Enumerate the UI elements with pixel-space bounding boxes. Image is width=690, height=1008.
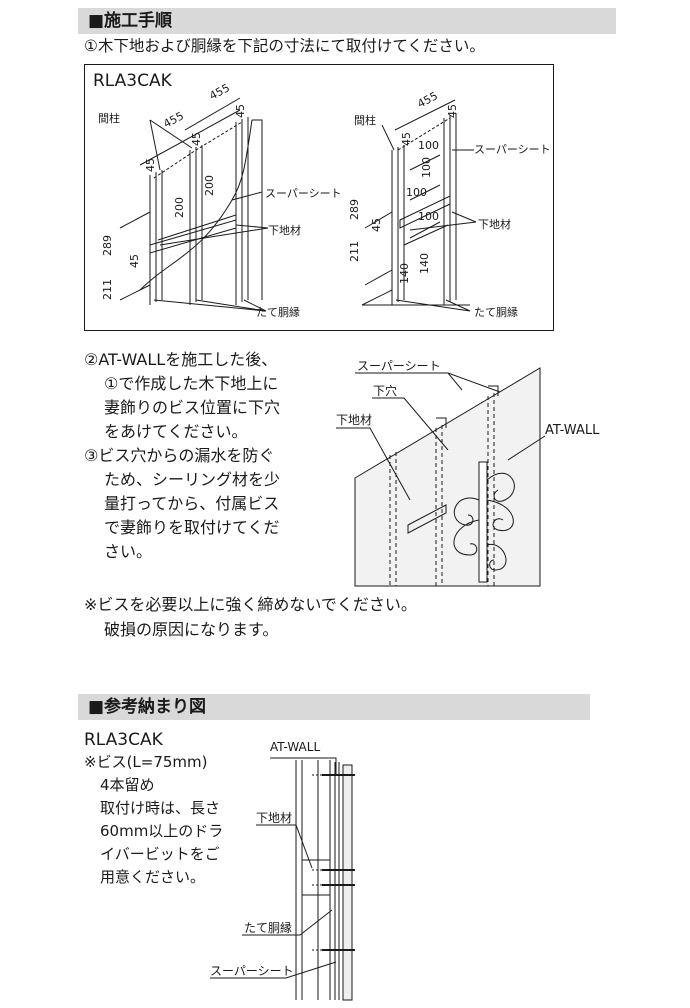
model-label: RLA3CAK [93, 71, 172, 91]
section2-note-line: 取付け時は、長さ [100, 799, 221, 817]
section2-note-block: ※ビス(L=75mm) 4本留め 取付け時は、長さ 60mm以上のドラ イバービ… [84, 751, 223, 889]
step3-line: ③ビス穴からの漏水を防ぐ [84, 446, 275, 465]
note-line: ※ビスを必要以上に強く締めないでください。 [84, 595, 417, 614]
step2-block: ②AT-WALLを施工した後、 ①で作成した木下地上に 妻飾りのビス位置に下穴 … [84, 348, 280, 564]
label-base-detail: 下地材 [256, 811, 292, 825]
section-header-reference: ■参考納まり図 [78, 694, 590, 720]
step2-line: 妻飾りのビス位置に下穴 [104, 398, 281, 417]
step3-line: で妻飾りを取付けてくだ [104, 518, 280, 537]
section-header-construction: ■施工手順 [78, 8, 616, 34]
step2-line: をあけてください。 [104, 422, 248, 441]
label-furring-detail: たて胴縁 [244, 920, 292, 935]
section2-note-line: 60mm以上のドラ [100, 822, 224, 840]
label-hole-fig3: 下穴 [373, 383, 397, 398]
label-sheet-detail: スーパーシート [210, 964, 294, 978]
label-atwall-fig3: AT-WALL [545, 423, 600, 438]
label-sheet-fig3: スーパーシート [357, 359, 441, 373]
diagram-box: RLA3CAK [84, 64, 554, 331]
note-block: ※ビスを必要以上に強く締めないでください。 破損の原因になります。 [84, 592, 417, 642]
section2-note-line: ※ビス(L=75mm) [84, 753, 208, 771]
step3-line: ため、シーリング材を少 [104, 470, 281, 489]
label-base-fig3: 下地材 [336, 413, 372, 427]
step2-line: ①で作成した木下地上に [104, 374, 279, 393]
step3-line: 量打ってから、付属ビス [104, 494, 280, 513]
section2-note-line: 用意ください。 [100, 868, 206, 886]
step3-line: さい。 [104, 542, 153, 561]
step1-text: ①木下地および胴縁を下記の寸法にて取付けてください。 [84, 37, 485, 55]
section2-note-line: 4本留め [100, 776, 155, 794]
section2-note-line: イバービットをご [100, 845, 220, 863]
step2-line: ②AT-WALLを施工した後、 [84, 350, 278, 369]
label-atwall-detail: AT-WALL [270, 740, 320, 754]
note-line: 破損の原因になります。 [104, 620, 279, 639]
model-label-2: RLA3CAK [84, 730, 163, 750]
